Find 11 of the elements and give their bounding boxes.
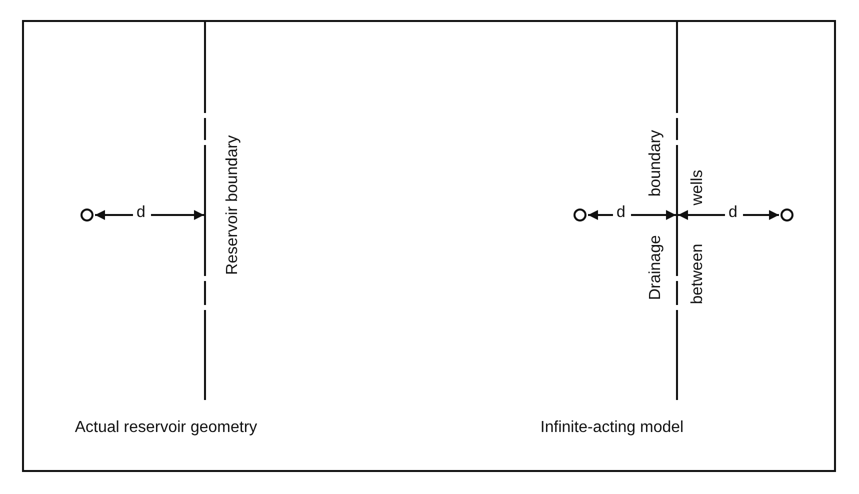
well-symbol [80, 208, 94, 222]
distance-label: d [616, 205, 626, 221]
boundary-label: between wells [690, 170, 706, 304]
caption: Infinite-acting model [540, 420, 684, 436]
boundary-label: Reservoir boundary [225, 135, 241, 275]
well-symbol [780, 208, 794, 222]
boundary-label: Drainage boundary [648, 130, 664, 300]
caption: Actual reservoir geometry [74, 420, 258, 436]
distance-label: d [728, 205, 738, 221]
well-symbol [574, 208, 586, 222]
distance-label: d [136, 205, 146, 221]
